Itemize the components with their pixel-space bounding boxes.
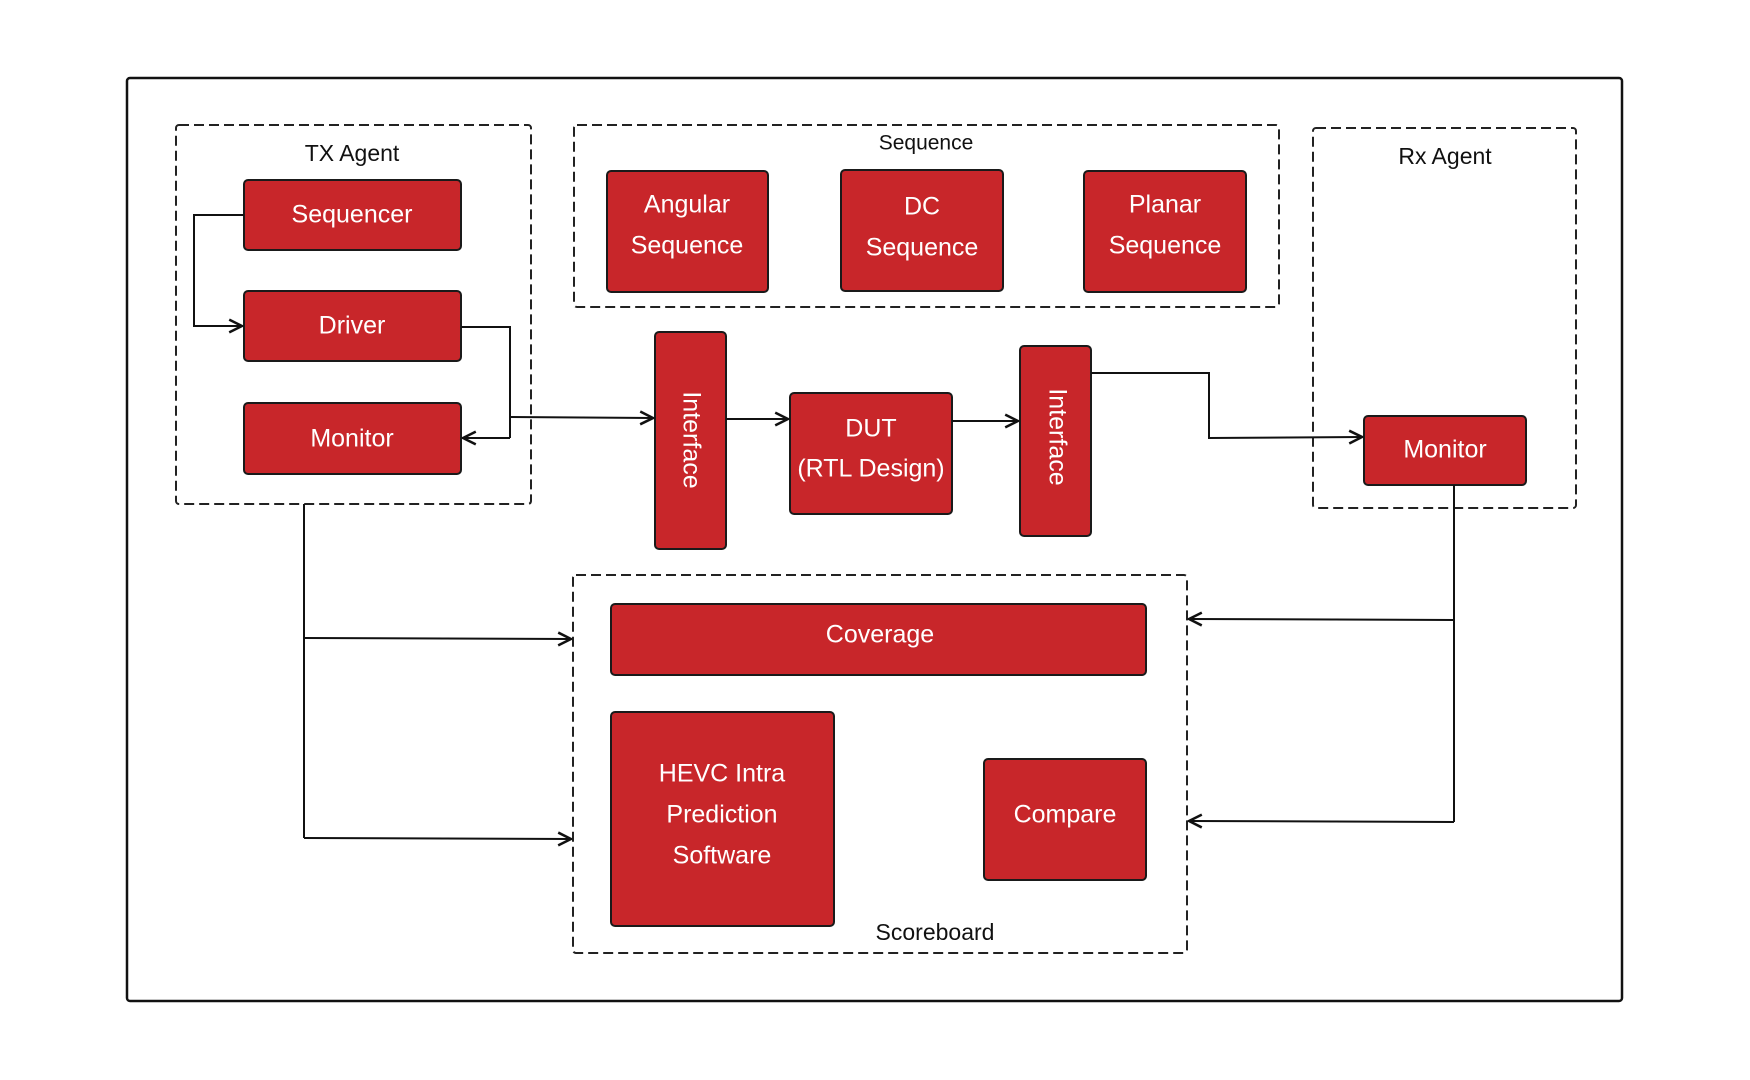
outer-frame	[125, 76, 1624, 1003]
tx-agent-to-coverage-arrow	[303, 638, 571, 639]
tx-agent-boundary	[175, 124, 532, 505]
tx-agent-to-hevc-arrow	[303, 838, 571, 839]
dc-sequence-block[interactable]: DC Sequence	[840, 169, 1004, 292]
scoreboard-title: Scoreboard	[876, 919, 995, 945]
planar-sequence-label-line2: Sequence	[1109, 232, 1222, 260]
hevc-software-label-line1: HEVC Intra	[659, 760, 786, 788]
sequence-title: Sequence	[879, 132, 974, 155]
dut-label-line1: DUT	[845, 415, 896, 443]
scoreboard-boundary	[572, 574, 1188, 954]
compare-label: Compare	[1014, 801, 1117, 829]
tx-monitor-block[interactable]: Monitor	[243, 402, 462, 475]
hevc-software-label-line2: Prediction	[666, 801, 777, 829]
compare-block[interactable]: Compare	[983, 758, 1147, 881]
tx-monitor-label: Monitor	[310, 425, 393, 453]
planar-sequence-label-line1: Planar	[1129, 191, 1201, 219]
tx-sequencer-label: Sequencer	[292, 201, 413, 229]
rx-monitor-block[interactable]: Monitor	[1363, 415, 1527, 486]
rx-agent-title: Rx Agent	[1398, 143, 1492, 169]
tx-agent-title: TX Agent	[305, 140, 400, 166]
sequence-boundary	[573, 124, 1280, 308]
dc-sequence-label-line1: DC	[904, 193, 940, 221]
interface-in-block[interactable]: Interface	[654, 331, 727, 550]
tx-agent-group: TX Agent Sequencer Driver Monitor	[175, 124, 532, 505]
angular-sequence-block[interactable]: Angular Sequence	[606, 170, 769, 293]
driver-output-wire	[461, 326, 511, 438]
planar-sequence-block[interactable]: Planar Sequence	[1083, 170, 1247, 293]
coverage-label: Coverage	[826, 621, 934, 649]
rx-agent-group: Rx Agent Monitor	[1312, 127, 1577, 509]
dut-label-line2: (RTL Design)	[797, 455, 944, 483]
rx-monitor-label: Monitor	[1403, 436, 1486, 464]
interface-out-label: Interface	[1043, 388, 1071, 485]
dut-block[interactable]: DUT (RTL Design)	[789, 392, 953, 515]
hevc-software-label-line3: Software	[673, 842, 772, 870]
hevc-software-block[interactable]: HEVC Intra Prediction Software	[610, 711, 835, 927]
angular-sequence-label-line2: Sequence	[631, 232, 744, 260]
rx-monitor-to-coverage-arrow	[1189, 619, 1455, 620]
rx-agent-boundary	[1312, 127, 1577, 509]
tx-driver-block[interactable]: Driver	[243, 290, 462, 362]
interface-out-block[interactable]: Interface	[1019, 345, 1092, 537]
sequencer-to-driver-arrow	[193, 214, 244, 326]
coverage-block[interactable]: Coverage	[610, 603, 1147, 676]
tx-sequencer-block[interactable]: Sequencer	[243, 179, 462, 251]
sequence-group: Sequence Angular Sequence DC Sequence Pl…	[573, 124, 1280, 308]
scoreboard-group: Scoreboard Coverage HEVC Intra Predictio…	[572, 574, 1188, 954]
interface-in-label: Interface	[677, 391, 705, 488]
tx-driver-label: Driver	[319, 312, 386, 340]
rx-monitor-to-compare-arrow	[1189, 821, 1455, 822]
driver-to-interface-arrow	[509, 417, 653, 418]
angular-sequence-label-line1: Angular	[644, 191, 730, 219]
interface-to-rx-monitor-arrow	[1091, 372, 1362, 438]
dc-sequence-label-line2: Sequence	[866, 234, 979, 262]
